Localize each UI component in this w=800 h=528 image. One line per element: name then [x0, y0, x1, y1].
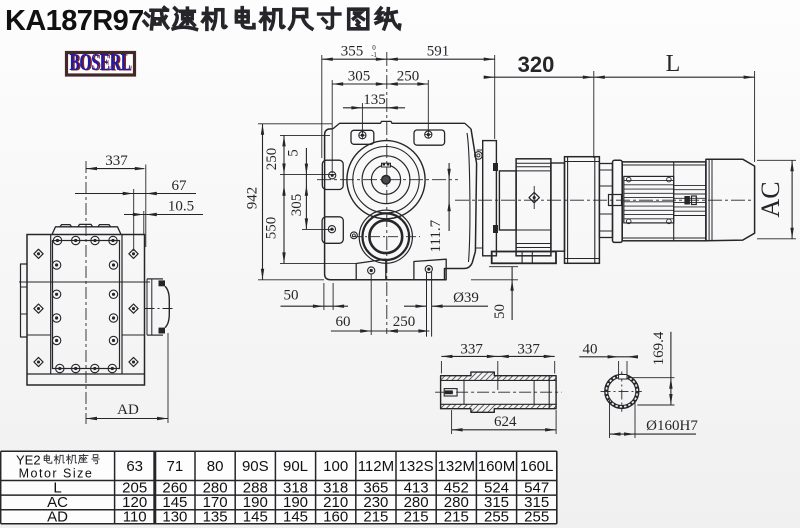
- svg-text:160L: 160L: [520, 458, 553, 475]
- svg-text:591: 591: [427, 44, 450, 60]
- svg-text:112M: 112M: [358, 458, 394, 475]
- svg-text:110: 110: [123, 508, 147, 525]
- svg-text:-1: -1: [371, 51, 377, 59]
- svg-text:205: 205: [122, 480, 147, 497]
- svg-text:210: 210: [323, 494, 348, 511]
- svg-text:320: 320: [518, 52, 555, 77]
- svg-text:305: 305: [348, 69, 371, 85]
- svg-text:67: 67: [172, 178, 188, 194]
- svg-text:0: 0: [372, 44, 376, 52]
- svg-text:230: 230: [363, 494, 388, 511]
- svg-text:250: 250: [264, 148, 280, 171]
- svg-text:145: 145: [283, 508, 308, 525]
- svg-text:60: 60: [336, 314, 351, 330]
- svg-text:111.7: 111.7: [428, 219, 444, 252]
- svg-text:Ø160H7: Ø160H7: [646, 418, 698, 434]
- svg-text:190: 190: [283, 494, 308, 511]
- svg-text:413: 413: [404, 480, 429, 497]
- svg-text:170: 170: [203, 494, 228, 511]
- svg-text:942: 942: [245, 187, 261, 210]
- svg-text:90S: 90S: [242, 458, 269, 475]
- svg-text:288: 288: [243, 480, 268, 497]
- svg-text:255: 255: [524, 508, 549, 525]
- svg-text:120: 120: [122, 494, 147, 511]
- svg-text:524: 524: [484, 480, 509, 497]
- svg-text:315: 315: [524, 494, 549, 511]
- svg-text:130: 130: [162, 508, 187, 525]
- svg-text:318: 318: [283, 480, 308, 497]
- svg-text:BOSERL: BOSERL: [71, 50, 132, 76]
- svg-text:90L: 90L: [283, 458, 308, 475]
- svg-text:365: 365: [363, 480, 388, 497]
- svg-text:337: 337: [517, 342, 540, 358]
- svg-text:50: 50: [492, 304, 508, 319]
- svg-text:145: 145: [243, 508, 268, 525]
- svg-text:550: 550: [264, 217, 280, 240]
- svg-text:452: 452: [444, 480, 469, 497]
- svg-text:215: 215: [444, 508, 469, 525]
- svg-text:145: 145: [162, 494, 187, 511]
- svg-text:YE2: YE2: [16, 453, 41, 468]
- svg-text:L: L: [666, 51, 681, 77]
- svg-text:Ø39: Ø39: [453, 290, 479, 306]
- svg-text:100: 100: [323, 458, 348, 475]
- svg-text:50: 50: [284, 288, 299, 304]
- svg-text:KA187R97: KA187R97: [5, 5, 144, 37]
- svg-text:318: 318: [323, 480, 348, 497]
- svg-text:AC: AC: [756, 181, 785, 217]
- svg-text:AD: AD: [117, 402, 139, 418]
- svg-text:250: 250: [397, 69, 420, 85]
- svg-text:135: 135: [363, 92, 386, 108]
- svg-text:280: 280: [404, 494, 429, 511]
- svg-text:135: 135: [203, 508, 228, 525]
- svg-text:215: 215: [363, 508, 388, 525]
- svg-text:315: 315: [484, 494, 509, 511]
- svg-text:337: 337: [105, 153, 128, 169]
- svg-text:132M: 132M: [438, 458, 476, 475]
- svg-text:255: 255: [484, 508, 509, 525]
- svg-text:10.5: 10.5: [168, 199, 194, 215]
- svg-text:280: 280: [444, 494, 469, 511]
- svg-text:169.4: 169.4: [651, 331, 667, 365]
- svg-text:190: 190: [243, 494, 268, 511]
- svg-text:337: 337: [460, 342, 483, 358]
- svg-text:624: 624: [494, 414, 517, 430]
- svg-text:355: 355: [341, 44, 364, 60]
- svg-text:160: 160: [323, 508, 348, 525]
- svg-text:305: 305: [289, 194, 305, 217]
- svg-text:40: 40: [583, 342, 598, 358]
- svg-text:L: L: [53, 480, 61, 497]
- svg-text:80: 80: [207, 458, 224, 475]
- svg-text:132S: 132S: [399, 458, 434, 475]
- svg-text:160M: 160M: [478, 458, 516, 475]
- svg-text:AD: AD: [47, 508, 68, 525]
- svg-text:280: 280: [203, 480, 228, 497]
- svg-text:5: 5: [286, 149, 302, 157]
- svg-text:260: 260: [162, 480, 187, 497]
- svg-text:215: 215: [404, 508, 429, 525]
- svg-text:AC: AC: [47, 494, 68, 511]
- svg-text:250: 250: [393, 314, 416, 330]
- svg-text:71: 71: [167, 458, 184, 475]
- svg-text:BOSERL: BOSERL: [69, 50, 130, 76]
- svg-text:Motor Size: Motor Size: [19, 467, 94, 481]
- svg-text:547: 547: [524, 480, 549, 497]
- svg-text:63: 63: [126, 458, 143, 475]
